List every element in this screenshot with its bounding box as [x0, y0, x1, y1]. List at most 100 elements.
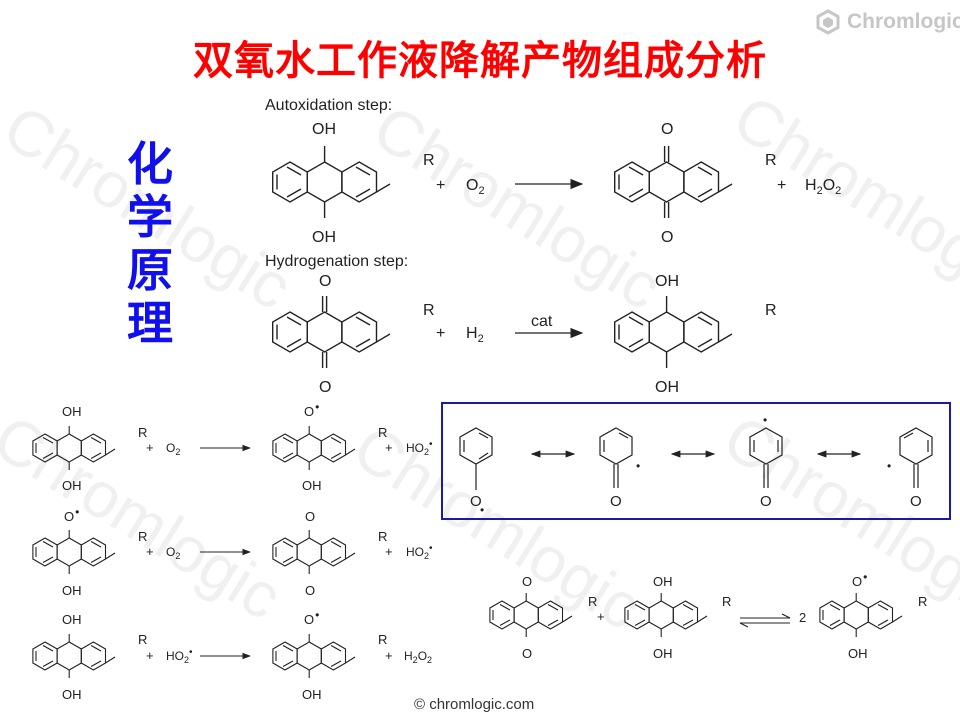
- atom-label: R: [138, 425, 147, 440]
- atom-label: O: [319, 379, 331, 396]
- atom-label: OH: [62, 687, 82, 702]
- atom-label: OH: [655, 273, 679, 290]
- semiquinone-radical-small: [819, 592, 903, 638]
- atom-label: OH: [653, 646, 673, 661]
- catalyst-label: cat: [531, 313, 553, 330]
- logo-text: Chromlogic: [847, 10, 960, 33]
- para-radical-structure: [749, 427, 783, 488]
- atom-label: O: [319, 273, 331, 290]
- atom-label: R: [378, 425, 387, 440]
- atom-label: R: [138, 632, 147, 647]
- atom-label: O•: [304, 400, 319, 419]
- anthrahydroquinone-structure: [614, 296, 733, 368]
- atom-label: O•: [852, 570, 867, 589]
- plus-sign: +: [385, 648, 393, 663]
- radical-dot: •: [480, 503, 484, 517]
- atom-label: OH: [62, 478, 82, 493]
- side-title-char: 原: [127, 243, 173, 297]
- atom-label: OH: [302, 687, 322, 702]
- atom-label: O•: [304, 608, 319, 627]
- anthraquinone-small: [272, 529, 356, 575]
- atom-label: R: [918, 594, 927, 609]
- atom-label: O: [661, 121, 673, 138]
- atom-label: R: [378, 529, 387, 544]
- atom-label: R: [722, 594, 731, 609]
- ortho-radical-structure-2: [899, 427, 933, 488]
- semiquinone-radical-small: [32, 529, 116, 575]
- hydroquinone-small: [624, 592, 708, 638]
- semiquinone-radical-small: [272, 633, 356, 679]
- atom-label: O: [760, 493, 772, 510]
- semiquinone-radical-small: [272, 425, 356, 471]
- ho2-radical: HO2•: [166, 647, 193, 665]
- atom-label: OH: [62, 583, 82, 598]
- atom-label: OH: [62, 612, 82, 627]
- plus-sign: +: [385, 440, 393, 455]
- plus-sign: +: [436, 325, 445, 342]
- resonance-box: [441, 402, 951, 520]
- atom-label: OH: [62, 404, 82, 419]
- reagent-o2: O2: [166, 545, 180, 561]
- plus-sign: +: [777, 177, 786, 194]
- hydroquinone-small: [32, 425, 116, 471]
- side-title-char: 理: [127, 296, 173, 350]
- autoxidation-label: Autoxidation step:: [265, 97, 392, 114]
- side-title-char: 学: [127, 190, 173, 244]
- atom-label: O: [522, 574, 532, 589]
- brand-logo: Chromlogic: [815, 8, 960, 36]
- atom-label: R: [765, 152, 777, 169]
- hydroquinone-small: [32, 633, 116, 679]
- side-title-char: 化: [127, 137, 173, 191]
- atom-label: R: [423, 152, 435, 169]
- atom-label: OH: [312, 121, 336, 138]
- plus-sign: +: [146, 544, 154, 559]
- ho2-radical: HO2•: [406, 439, 433, 457]
- anthraquinone-small: [489, 592, 573, 638]
- plus-sign: +: [146, 648, 154, 663]
- atom-label: O: [522, 646, 532, 661]
- atom-label: O: [305, 583, 315, 598]
- atom-label: OH: [312, 229, 336, 246]
- atom-label: R: [765, 302, 777, 319]
- coefficient: 2: [799, 610, 806, 625]
- atom-label: R: [588, 594, 597, 609]
- anthraquinone-structure: [272, 296, 391, 368]
- radical-dot: •: [763, 413, 767, 427]
- atom-label: R: [378, 632, 387, 647]
- plus-sign: +: [385, 544, 393, 559]
- phenoxy-radical-structure: [459, 427, 493, 490]
- atom-label: OH: [848, 646, 868, 661]
- ho2-radical: HO2•: [406, 543, 433, 561]
- atom-label: R: [138, 529, 147, 544]
- equilibrium-arrow: [739, 613, 791, 628]
- atom-label: OH: [653, 574, 673, 589]
- reagent-h2: H2: [466, 325, 484, 345]
- atom-label: O: [910, 493, 922, 510]
- ortho-radical-structure: [599, 427, 633, 488]
- atom-label: O: [305, 509, 315, 524]
- plus-sign: +: [436, 177, 445, 194]
- anthrahydroquinone-structure: [272, 146, 391, 218]
- atom-label: O: [610, 493, 622, 510]
- page-title: 双氧水工作液降解产物组成分析: [193, 38, 767, 84]
- hydrogenation-label: Hydrogenation step:: [265, 253, 408, 270]
- reagent-o2: O2: [166, 441, 180, 457]
- anthraquinone-structure: [614, 146, 733, 218]
- copyright-footer: © chromlogic.com: [414, 696, 535, 713]
- plus-sign: +: [146, 440, 154, 455]
- hexagon-logo-icon: [816, 9, 840, 35]
- atom-label: O: [661, 229, 673, 246]
- side-title: 化 学 原 理: [120, 138, 180, 350]
- product-h2o2: H2O2: [805, 177, 841, 197]
- plus-sign: +: [597, 609, 605, 624]
- reagent-o2: O2: [466, 177, 485, 197]
- radical-dot: •: [887, 459, 891, 473]
- atom-label: R: [423, 302, 435, 319]
- atom-label: O•: [64, 505, 79, 524]
- product-h2o2: H2O2: [404, 649, 432, 665]
- radical-dot: •: [636, 459, 640, 473]
- atom-label: OH: [302, 478, 322, 493]
- atom-label: OH: [655, 379, 679, 396]
